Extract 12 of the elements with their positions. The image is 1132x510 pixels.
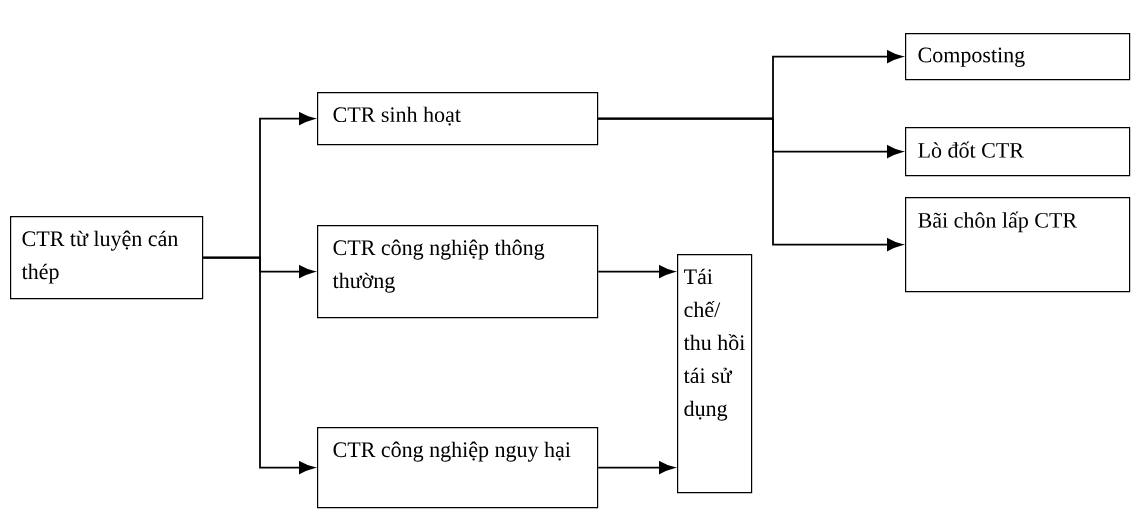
process-box: CTR sinh hoạt	[317, 92, 599, 146]
process-box: CTR từ luyện cán thép	[10, 216, 204, 300]
process-box: Composting	[905, 33, 1131, 81]
process-box: Lò đốt CTR	[905, 127, 1131, 177]
process-box: CTR công nghiệp thông thường	[317, 225, 599, 319]
process-box: CTR công nghiệp nguy hại	[317, 427, 599, 509]
arrow	[202, 256, 315, 474]
process-box: Tái chế/ thu hồi tái sử dụng	[677, 254, 753, 494]
process-box: Bãi chôn lấp CTR	[905, 197, 1131, 293]
arrow	[597, 461, 675, 474]
arrow	[597, 265, 675, 278]
arrow	[597, 117, 903, 251]
